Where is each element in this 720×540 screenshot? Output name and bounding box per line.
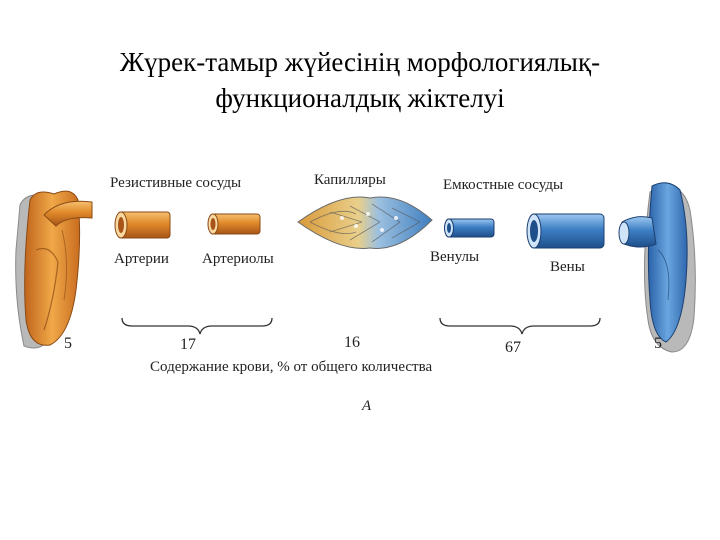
value-capillary: 16 xyxy=(344,334,360,351)
title-line-1: Жүрек-тамыр жүйесінің морфологиялық- xyxy=(119,47,601,77)
vein-tube xyxy=(526,213,605,249)
label-capillaries: Капилляры xyxy=(314,172,386,188)
venous-brace xyxy=(439,317,601,335)
label-arteries: Артерии xyxy=(114,251,169,267)
value-heart-right: 5 xyxy=(654,335,662,352)
page-title: Жүрек-тамыр жүйесінің морфологиялық- фун… xyxy=(0,44,720,116)
label-capacitive-vessels: Емкостные сосуды xyxy=(443,177,564,193)
label-arterioles: Артериолы xyxy=(202,251,274,267)
value-heart-left: 5 xyxy=(64,335,72,352)
figure-letter: А xyxy=(362,398,372,414)
arteriole-tube xyxy=(207,213,261,235)
caption-blood-content: Содержание крови, % от общего количества xyxy=(150,359,433,375)
capillary-bed xyxy=(297,196,433,249)
title-line-2: функционалдық жіктелуі xyxy=(215,83,505,113)
value-arterial: 17 xyxy=(180,336,196,353)
value-venous: 67 xyxy=(505,339,521,356)
label-resistive-vessels: Резистивные сосуды xyxy=(110,175,242,191)
venule-tube xyxy=(444,218,495,238)
heart-right-shape xyxy=(618,182,696,353)
label-venules: Венулы xyxy=(430,249,480,265)
artery-tube xyxy=(114,211,171,239)
arterial-brace xyxy=(121,317,273,335)
heart-left-shape xyxy=(15,190,93,349)
label-veins: Вены xyxy=(550,259,585,275)
